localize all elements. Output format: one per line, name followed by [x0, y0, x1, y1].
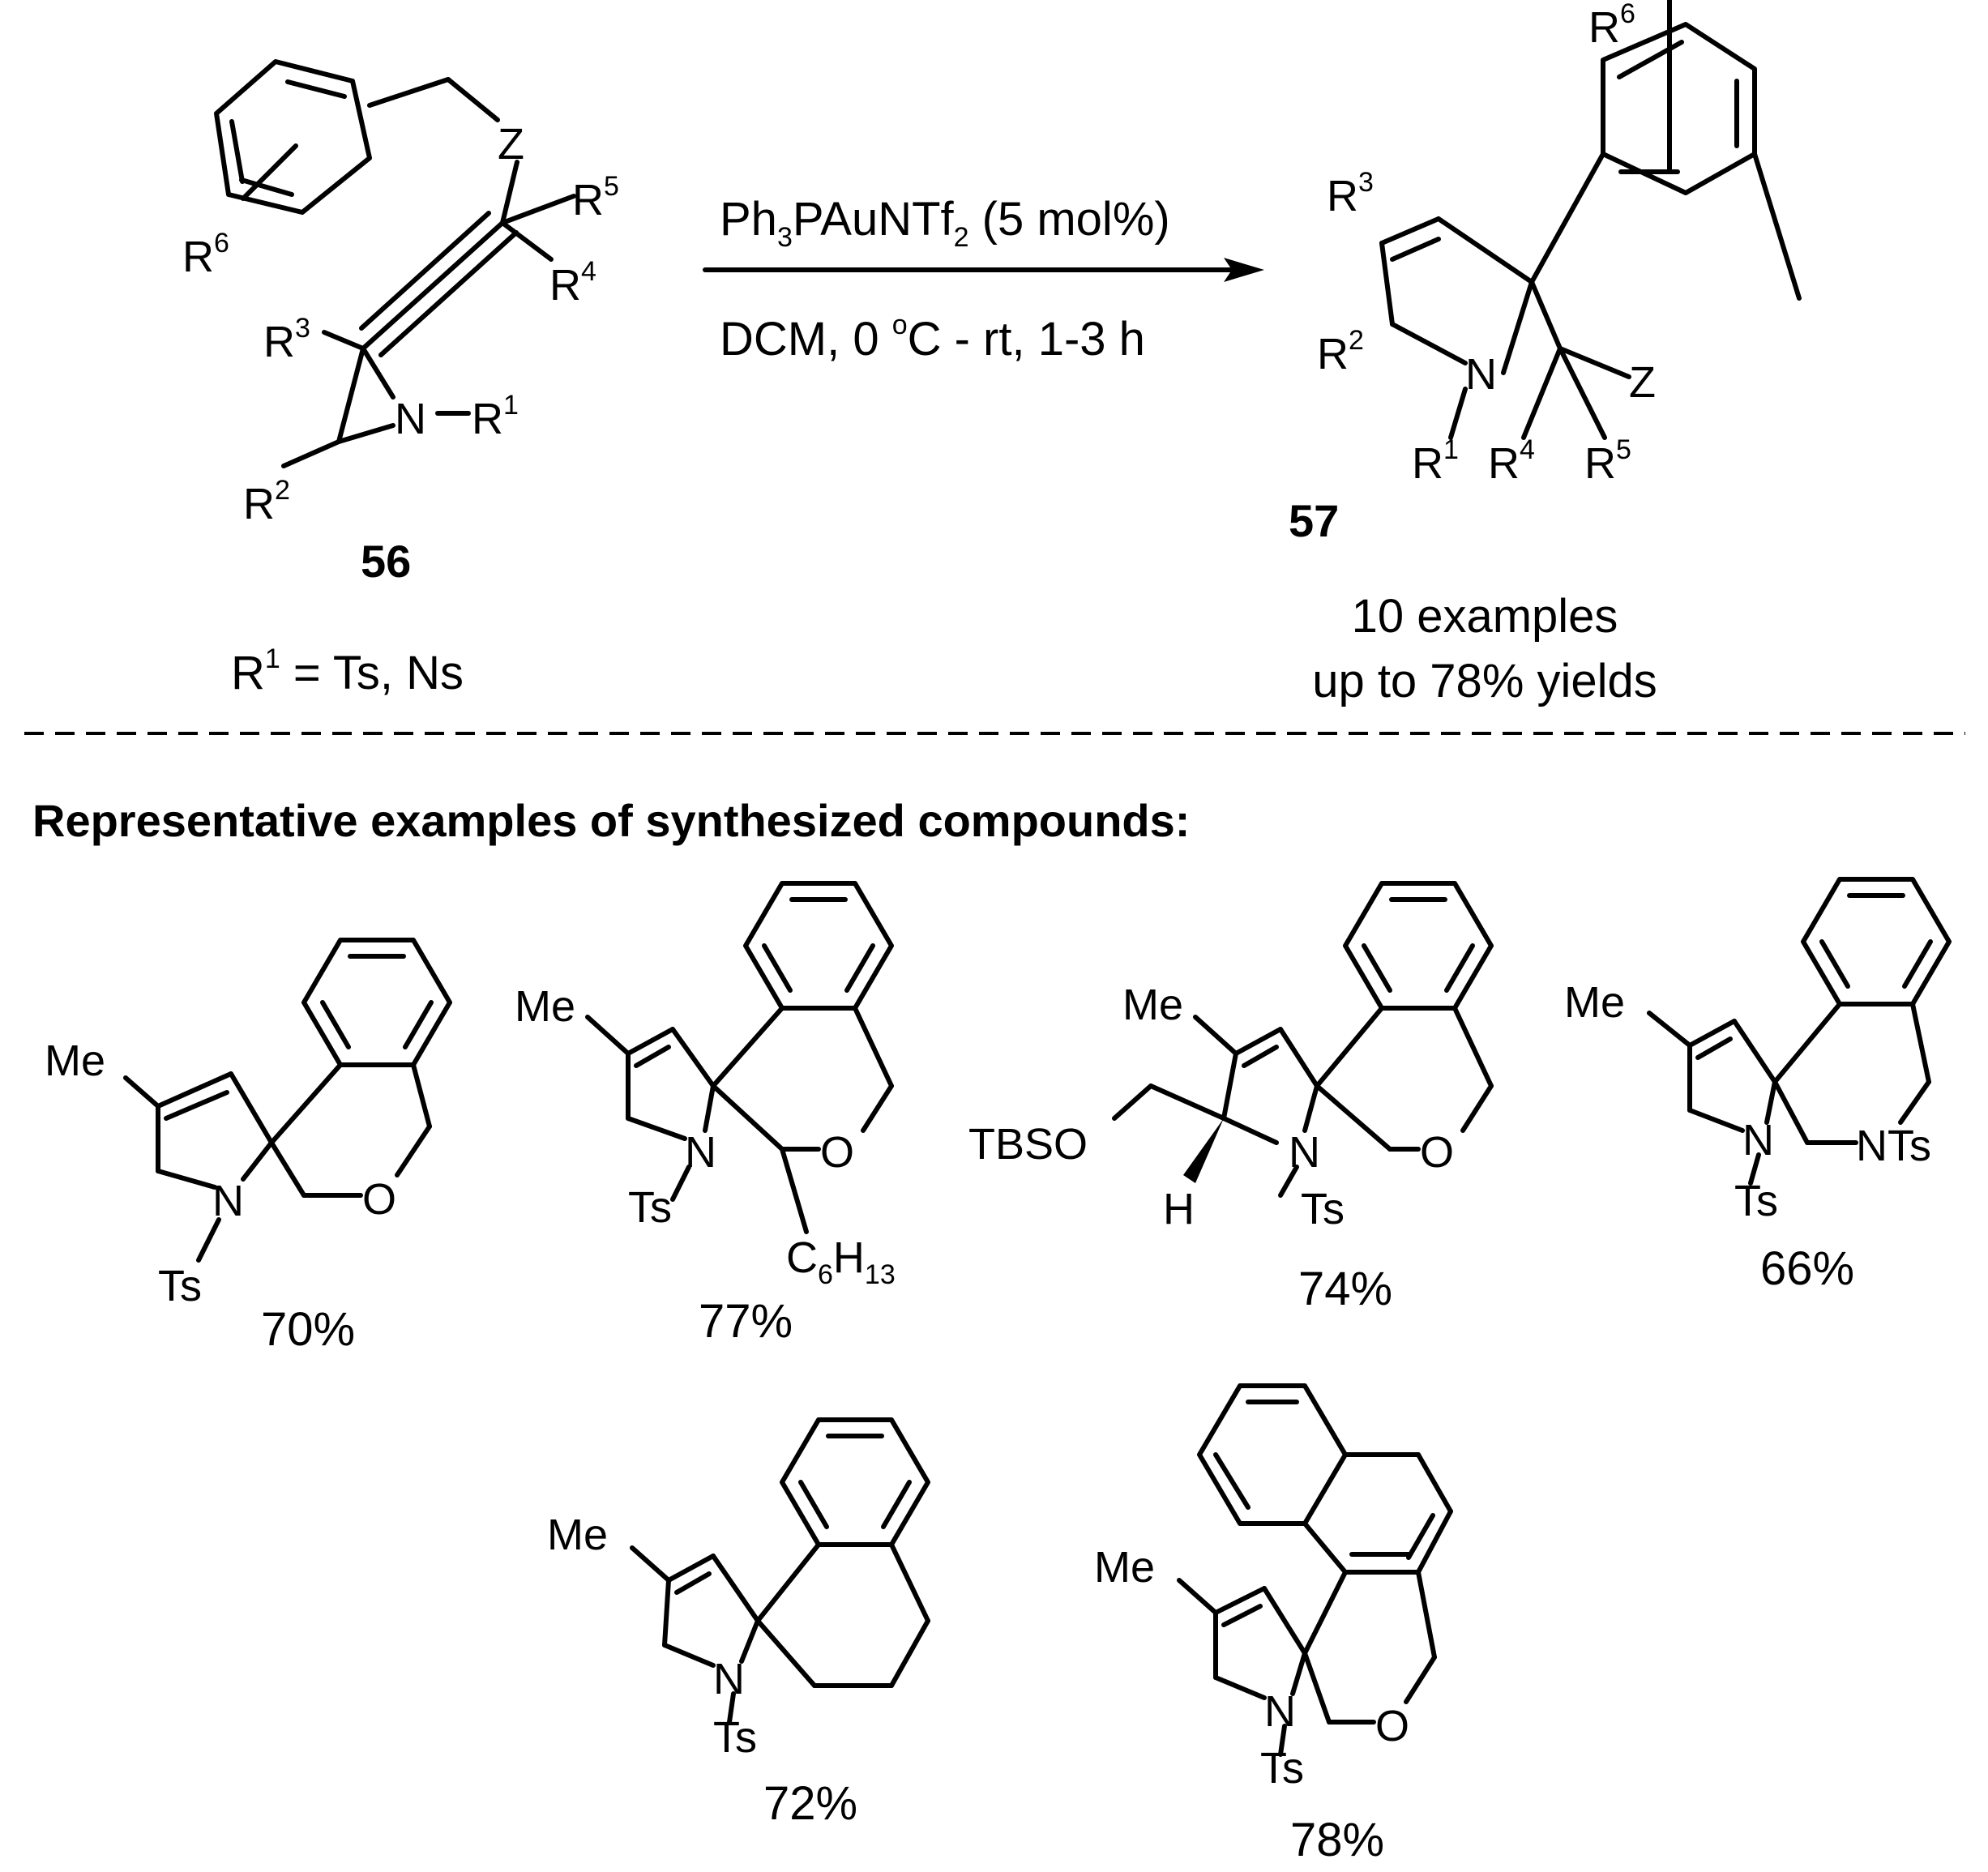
ex3-yield: 74% [1298, 1263, 1392, 1315]
r6-label: R6 [182, 228, 229, 281]
r2-label: R2 [243, 475, 290, 528]
ex6-o: O [1375, 1702, 1409, 1750]
product-57: Z R3 R2 N R1 R4 R5 R6 57 10 examples up … [1289, 0, 1802, 707]
ex3-ts: Ts [1301, 1185, 1345, 1233]
ex5-n: N [713, 1655, 745, 1703]
example-2: Me N O Ts C6H13 77% [515, 881, 896, 1348]
ex4-ts: Ts [1734, 1177, 1778, 1225]
reactant-56: Z R5 R4 R6 R3 N R1 R2 56 R1 = Ts, Ns [182, 59, 619, 699]
r1-label: R1 [472, 390, 519, 443]
compound-56-label: 56 [361, 536, 411, 587]
benzene-ring [214, 59, 372, 215]
arrow-head-icon [1224, 258, 1264, 282]
example-4: Me N NTs Ts 66% [1564, 877, 1952, 1295]
compound-57-label: 57 [1289, 495, 1339, 546]
r4-label: R4 [549, 256, 596, 310]
example-6: Me N O Ts 78% [1094, 1383, 1453, 1866]
product-r3-label: R3 [1327, 167, 1374, 220]
ex2-o: O [820, 1128, 854, 1177]
examples-count: 10 examples [1352, 590, 1618, 643]
ex2-yield: 77% [699, 1295, 793, 1348]
ex3-n: N [1289, 1128, 1320, 1177]
ex6-me: Me [1094, 1543, 1155, 1592]
ex4-n: N [1742, 1116, 1774, 1165]
ex5-me: Me [547, 1511, 608, 1559]
r3-label: R3 [263, 313, 310, 366]
ex2-ts: Ts [628, 1183, 672, 1232]
product-r6-label: R6 [1588, 0, 1635, 52]
ex5-ts: Ts [713, 1713, 757, 1762]
product-r1-label: R1 [1412, 434, 1459, 488]
example-1: Me Ts N O Ts 70% [45, 938, 452, 1356]
r1-definition: R1 = Ts, Ns [231, 643, 464, 699]
ex1-ts: Ts [158, 1262, 202, 1310]
product-r2-label: R2 [1317, 325, 1364, 378]
product-r5-label: R5 [1584, 434, 1631, 488]
z-label: Z [498, 120, 524, 169]
ex3-h: H [1163, 1185, 1195, 1233]
r5-label: R5 [572, 171, 619, 224]
ex2-hexyl: C6H13 [786, 1233, 896, 1290]
max-yield: up to 78% yields [1312, 655, 1657, 707]
conditions-catalyst: Ph3PAuNTf2 (5 mol%) [720, 193, 1170, 253]
ex5-yield: 72% [763, 1777, 857, 1830]
reaction-arrow-group: Ph3PAuNTf2 (5 mol%) DCM, 0 oC - rt, 1-3 … [703, 193, 1264, 365]
ex4-nts: NTs [1856, 1122, 1931, 1170]
ex6-ts: Ts [1260, 1744, 1304, 1793]
ex1-o: O [362, 1175, 396, 1224]
ex1-n: N [212, 1177, 244, 1225]
product-r4-label: R4 [1488, 434, 1535, 488]
section-title: Representative examples of synthesized c… [32, 795, 1190, 846]
product-z-label: Z [1629, 358, 1656, 407]
aziridine-n-label: N [395, 395, 426, 443]
ex3-me: Me [1122, 981, 1183, 1029]
ex4-yield: 66% [1760, 1242, 1854, 1295]
ex3-o: O [1420, 1128, 1454, 1177]
ex3-tbso: TBSO [968, 1120, 1088, 1169]
ex2-n: N [685, 1128, 716, 1177]
ex6-n: N [1264, 1687, 1296, 1736]
ex2-me: Me [515, 982, 575, 1031]
conditions-solvent: DCM, 0 oC - rt, 1-3 h [720, 310, 1145, 365]
product-n-label: N [1465, 350, 1497, 399]
ex1-me: Me [45, 1036, 105, 1085]
ex1-yield: 70% [261, 1303, 355, 1356]
ex4-me: Me [1564, 978, 1625, 1027]
example-3: Me TBSO N O H Ts 74% [968, 881, 1494, 1315]
ex6-yield: 78% [1290, 1814, 1384, 1866]
example-5: Me N Ts 72% [547, 1417, 930, 1830]
